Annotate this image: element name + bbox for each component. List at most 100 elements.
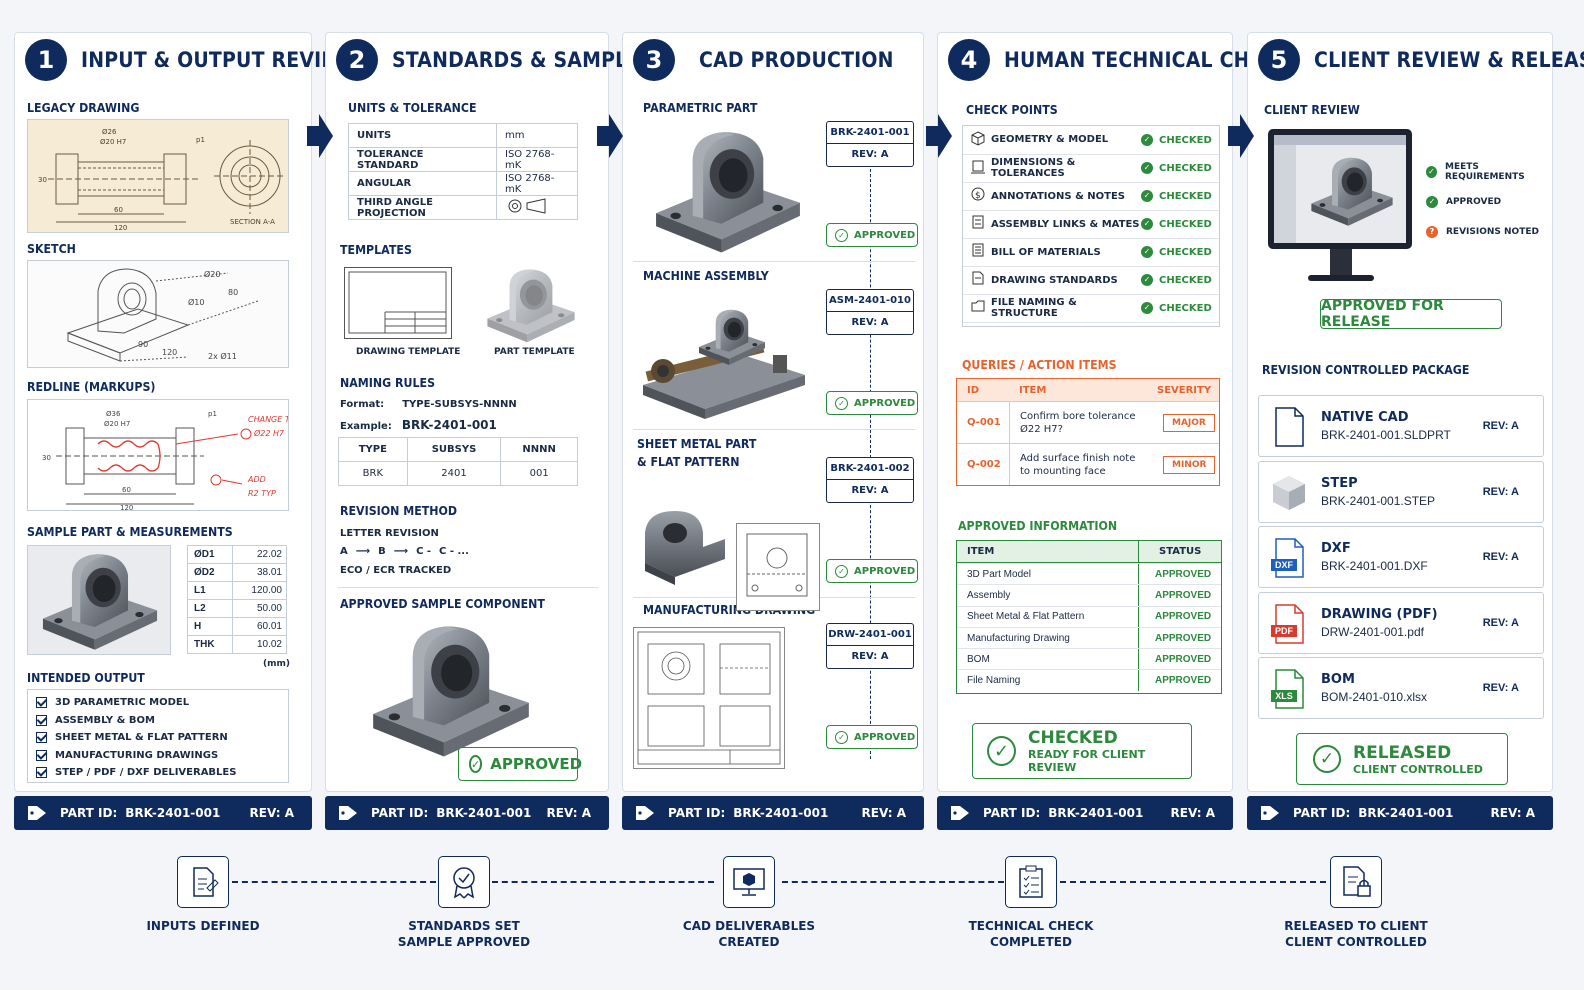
step-cube-icon bbox=[1271, 472, 1307, 514]
check-point-name: DIMENSIONS & TOLERANCES bbox=[991, 154, 1141, 183]
part-id-label: PART ID: bbox=[371, 806, 429, 820]
stage-4-panel: 4 HUMAN TECHNICAL CHECK CHECK POINTS GEO… bbox=[937, 32, 1291, 792]
part-id-value: BRK-2401-001 bbox=[125, 806, 221, 820]
part-code: BRK-2401-001 bbox=[827, 122, 913, 144]
seq-b: B bbox=[378, 546, 386, 557]
check-circle-icon: ✓ bbox=[835, 564, 848, 578]
flow-arrow-icon bbox=[307, 114, 333, 158]
measurement-key: ØD1 bbox=[186, 545, 234, 564]
output-text: ASSEMBLY & BOM bbox=[55, 714, 155, 726]
units-key: UNITS bbox=[348, 123, 497, 148]
drawing-template-caption: DRAWING TEMPLATE bbox=[356, 347, 461, 357]
checked-text: CHECKED bbox=[1159, 303, 1212, 314]
part-rev-value: REV: A bbox=[1490, 806, 1535, 820]
stage-title: HUMAN TECHNICAL CHECK bbox=[1004, 48, 1292, 72]
client-review-bullet: ✓APPROVED bbox=[1426, 187, 1552, 217]
stage-title: INPUT & OUTPUT REVIEW bbox=[81, 48, 356, 72]
file-name: NATIVE CAD bbox=[1321, 410, 1409, 425]
naming-cell: 2401 bbox=[406, 461, 502, 486]
milestone-connector bbox=[782, 881, 1004, 883]
check-point-row: DRAWING STANDARDS✓CHECKED bbox=[963, 266, 1219, 295]
sample-part-label: SAMPLE PART & MEASUREMENTS bbox=[27, 525, 233, 539]
approved-sample-label: APPROVED SAMPLE COMPONENT bbox=[340, 597, 545, 611]
file-type-badge: PDF bbox=[1275, 625, 1293, 636]
file-name: STEP bbox=[1321, 475, 1358, 491]
clipboard-icon bbox=[1005, 856, 1057, 908]
approved-text: APPROVED bbox=[854, 565, 916, 577]
svg-text:Ø20: Ø20 bbox=[204, 269, 220, 279]
bullet-text: REVISIONS NOTED bbox=[1446, 227, 1539, 237]
part-id-value: BRK-2401-001 bbox=[733, 806, 829, 820]
example-key: Example: bbox=[340, 421, 392, 432]
example-value: BRK-2401-001 bbox=[401, 418, 497, 432]
projection-symbol-icon bbox=[496, 195, 578, 220]
svg-text:$: $ bbox=[975, 191, 981, 201]
q-head-severity: SEVERITY bbox=[1157, 384, 1212, 396]
monitor-icon bbox=[1268, 129, 1412, 249]
monitor-base bbox=[1308, 275, 1374, 281]
svg-text:120: 120 bbox=[120, 504, 133, 511]
file-rev: REV: A bbox=[1482, 682, 1519, 694]
check-status: ✓CHECKED bbox=[1141, 154, 1219, 183]
stage-number: 1 bbox=[25, 39, 67, 81]
flow-arrow-icon bbox=[1228, 114, 1254, 158]
intended-output-label: INTENDED OUTPUT bbox=[27, 671, 145, 685]
milestone-line2: SAMPLE APPROVED bbox=[397, 935, 531, 949]
file-path: BRK-2401-001.SLDPRT bbox=[1321, 428, 1451, 442]
file-path: BRK-2401-001.STEP bbox=[1321, 493, 1436, 508]
manufacturing-drawing-sheet bbox=[633, 627, 785, 769]
part-rev-value: REV: A bbox=[1170, 806, 1215, 820]
file-path: DRW-2401-001.pdf bbox=[1321, 624, 1424, 639]
revision-sequence: A⟶ B⟶ C - C - ... bbox=[340, 546, 469, 557]
stage-title: CAD PRODUCTION bbox=[699, 48, 894, 72]
output-text: SHEET METAL & FLAT PATTERN bbox=[55, 732, 228, 744]
approved-status-badge: ✓APPROVED bbox=[826, 725, 918, 749]
stage-2-panel: 2 STANDARDS & SAMPLE UNITS & TOLERANCE U… bbox=[325, 32, 640, 792]
stage-1-panel: 1 INPUT & OUTPUT REVIEW LEGACY DRAWING Ø… bbox=[14, 32, 355, 792]
measurement-key: L1 bbox=[186, 581, 234, 600]
approved-for-release-button[interactable]: APPROVED FOR RELEASE bbox=[1320, 298, 1502, 330]
approved-header: ITEM STATUS bbox=[957, 541, 1221, 563]
measurement-key: ØD2 bbox=[186, 563, 234, 582]
svg-text:120: 120 bbox=[114, 224, 127, 232]
measurement-value: 22.02 bbox=[232, 545, 287, 564]
approved-status-badge: ✓APPROVED bbox=[826, 391, 918, 415]
tag-icon bbox=[28, 806, 46, 820]
approved-sample-render bbox=[373, 626, 529, 757]
sample-part-photo bbox=[27, 545, 171, 655]
file-name: DRAWING (PDF) bbox=[1321, 606, 1438, 622]
check-circle-icon: ✓ bbox=[835, 228, 848, 242]
output-item: ASSEMBLY & BOM bbox=[36, 712, 280, 730]
milestone-connector bbox=[1060, 881, 1326, 883]
flow-arrow-icon bbox=[926, 114, 952, 158]
queries-label: QUERIES / ACTION ITEMS bbox=[962, 358, 1117, 372]
check-point-name: GEOMETRY & MODEL bbox=[991, 126, 1141, 155]
warning-icon: ? bbox=[1426, 226, 1438, 238]
check-point-row: BILL OF MATERIALS✓CHECKED bbox=[963, 238, 1219, 267]
format-key: Format: bbox=[340, 399, 385, 410]
package-file[interactable]: PDF DRAWING (PDF) DRW-2401-001.pdf REV: A bbox=[1258, 591, 1544, 654]
a-head-item: ITEM bbox=[957, 541, 1139, 562]
file-rev: REV: A bbox=[1482, 616, 1519, 629]
check-circle-icon: ✓ bbox=[987, 736, 1017, 766]
approved-text: APPROVED bbox=[490, 755, 583, 773]
svg-text:60: 60 bbox=[114, 206, 123, 214]
released-subtitle: CLIENT CONTROLLED bbox=[1353, 762, 1483, 776]
units-value: ISO 2768-mK bbox=[496, 171, 578, 196]
check-point-name: ASSEMBLY LINKS & MATES bbox=[991, 210, 1141, 239]
tag-icon bbox=[339, 806, 357, 820]
